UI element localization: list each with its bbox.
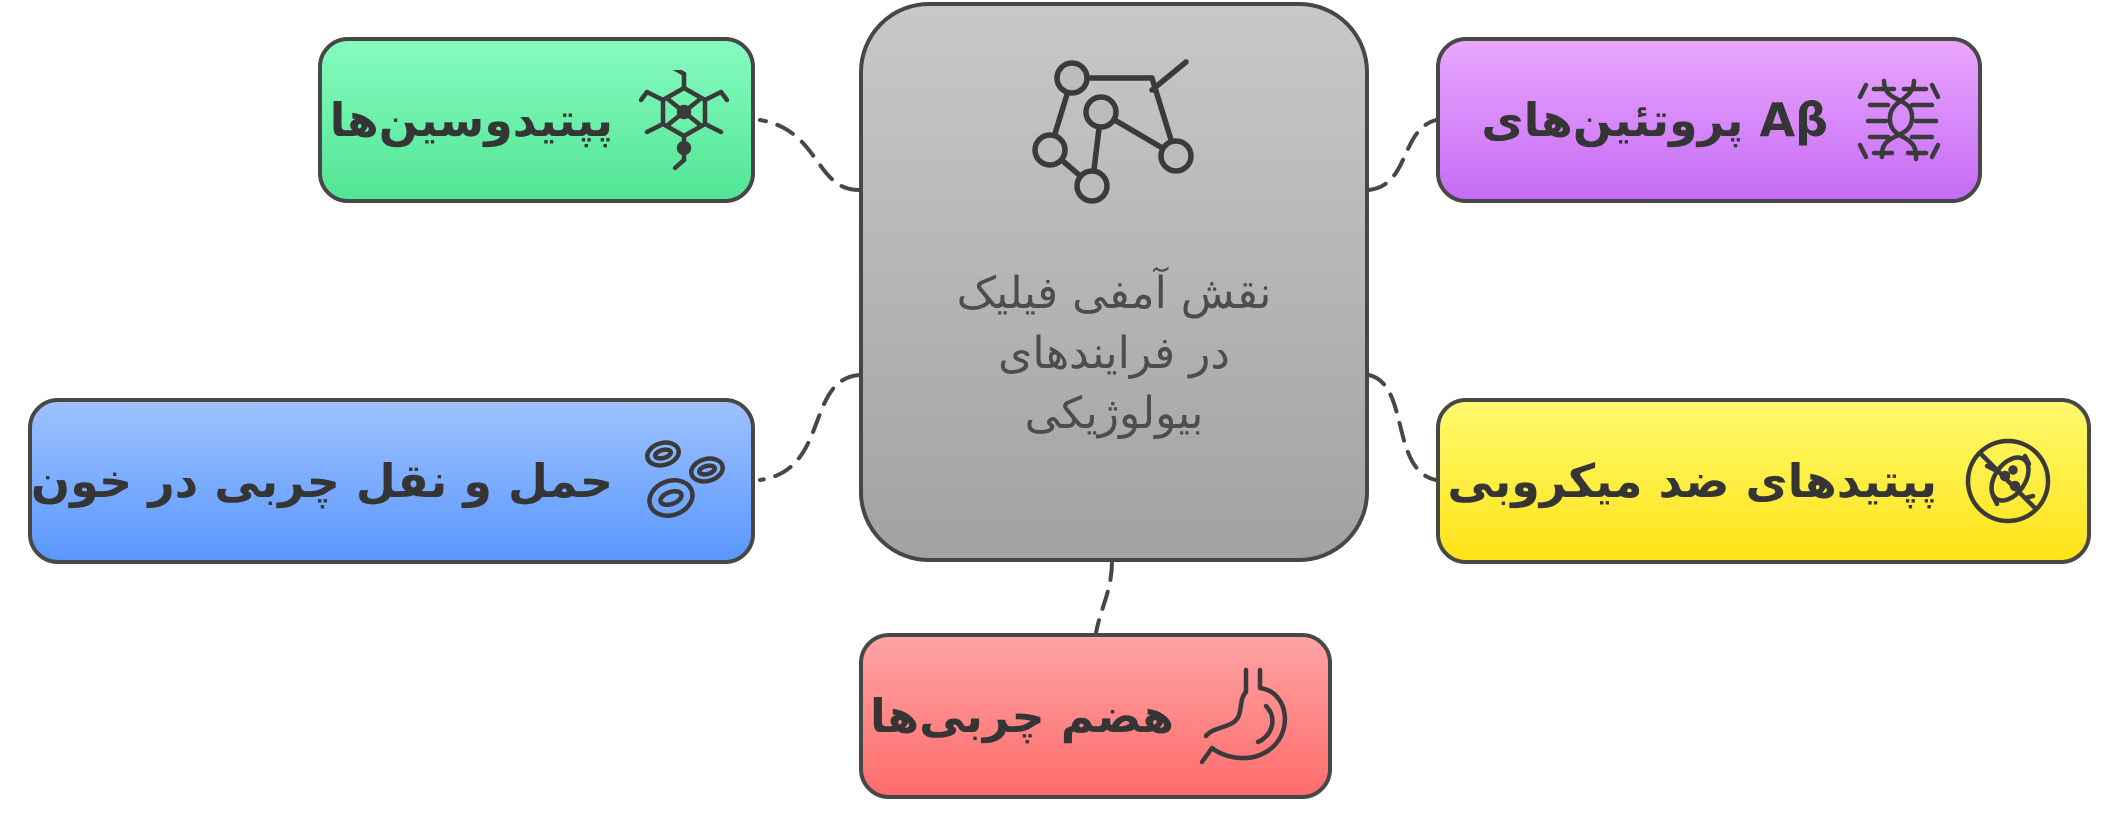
node-antimicrobial-peptides[interactable]: پپتیدهای ضد میکروبی — [1436, 398, 2091, 564]
central-title: نقش آمفی فیلیک در فرایندهای بیولوژیکی — [956, 268, 1272, 439]
connector-abeta — [1367, 118, 1438, 192]
node-fat-digestion[interactable]: هضم چربی‌ها — [859, 633, 1332, 799]
central-concept-node: نقش آمفی فیلیک در فرایندهای بیولوژیکی — [859, 2, 1369, 562]
connector-fat-digestion — [1094, 560, 1114, 635]
node-label: پپتیدهای ضد میکروبی — [1447, 454, 1937, 508]
connector-antimicrobial — [1367, 373, 1438, 482]
no-bacteria-icon — [1963, 436, 2053, 526]
connector-lipid-transport — [758, 373, 861, 482]
protein-icon — [1854, 75, 1944, 165]
node-label: Aβ پروتئین‌های — [1481, 93, 1828, 147]
connector-peptidosins — [758, 118, 861, 192]
node-label: پپتیدوسین‌ها — [329, 93, 613, 147]
node-label: حمل و نقل چربی در خون — [30, 454, 613, 508]
molecule-network-icon — [1024, 58, 1204, 238]
node-peptidosins[interactable]: پپتیدوسین‌ها — [318, 37, 755, 203]
blood-cells-icon — [639, 436, 729, 526]
stomach-icon — [1198, 666, 1298, 766]
node-lipid-transport[interactable]: حمل و نقل چربی در خون — [28, 398, 755, 564]
node-abeta-proteins[interactable]: Aβ پروتئین‌های — [1436, 37, 1982, 203]
node-label: هضم چربی‌ها — [869, 689, 1174, 743]
molecule-icon — [639, 70, 729, 170]
